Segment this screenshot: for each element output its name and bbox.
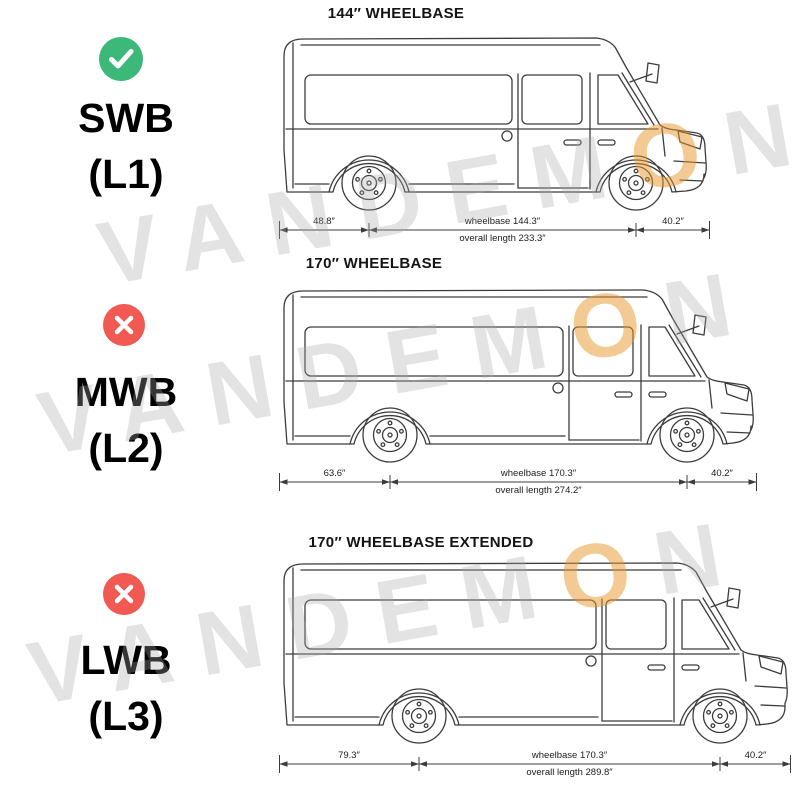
- dimension-line: [279, 221, 710, 239]
- dim-rear-overhang-label: 79.3″: [338, 750, 360, 761]
- dimension-annotations-mwb: 63.6″ wheelbase 170.3″ overall length 27…: [279, 467, 757, 499]
- dim-wheelbase-label: wheelbase 144.3″: [464, 216, 541, 227]
- dimension-line: [279, 473, 757, 491]
- option-label-swb: SWB: [78, 95, 174, 141]
- dim-front-overhang-label: 40.2″: [662, 216, 684, 227]
- option-code-l2: (L2): [88, 425, 164, 471]
- section-title-170-wheelbase-extended: 170″ WHEELBASE EXTENDED: [308, 534, 534, 551]
- dim-front-overhang-label: 40.2″: [711, 468, 733, 479]
- dim-front-overhang-label: 40.2″: [744, 750, 767, 761]
- van-drawing-swb: [283, 37, 707, 211]
- dimension-annotations-lwb: 79.3″ wheelbase 170.3″ overall length 28…: [279, 749, 791, 781]
- van-drawing-lwb: [283, 562, 788, 744]
- option-code-l3: (L3): [88, 693, 164, 739]
- section-title-144-wheelbase: 144″ WHEELBASE: [327, 5, 465, 22]
- dimension-annotations-swb: 48.8″ wheelbase 144.3″ overall length 23…: [279, 215, 710, 247]
- dim-wheelbase-label: wheelbase 170.3″: [531, 750, 608, 761]
- dim-rear-overhang-label: 63.6″: [323, 468, 346, 479]
- dim-overall-length-label: overall length 233.3″: [459, 233, 546, 244]
- cross-icon: [102, 572, 146, 621]
- option-label-lwb: LWB: [80, 637, 172, 683]
- option-label-mwb: MWB: [74, 369, 178, 415]
- option-code-l1: (L1): [88, 151, 164, 197]
- dim-overall-length-label: overall length 289.8″: [526, 767, 613, 778]
- dim-overall-length-label: overall length 274.2″: [495, 485, 582, 496]
- cross-icon: [102, 303, 146, 352]
- van-drawing-mwb: [283, 289, 754, 463]
- section-title-170-wheelbase: 170″ WHEELBASE: [305, 255, 443, 272]
- dim-rear-overhang-label: 48.8″: [313, 216, 335, 227]
- dim-wheelbase-label: wheelbase 170.3″: [500, 468, 577, 479]
- check-icon: [98, 36, 144, 87]
- dimension-line: [279, 755, 791, 773]
